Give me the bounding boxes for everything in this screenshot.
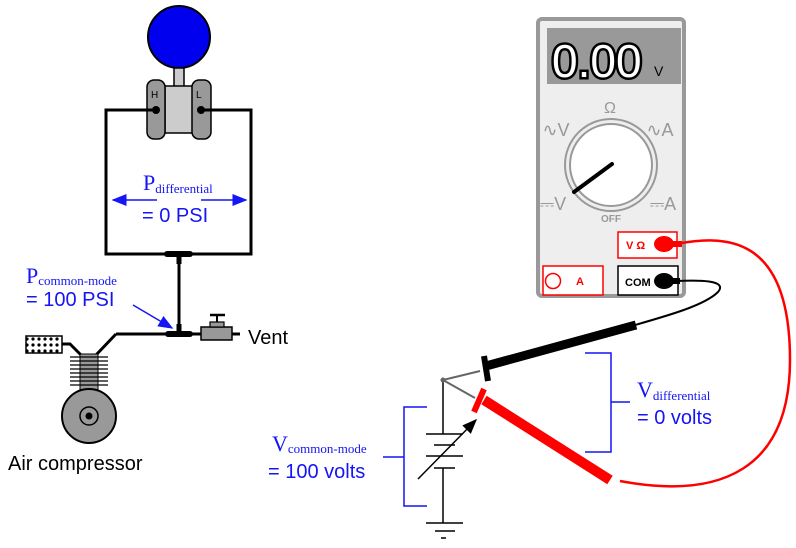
amps-jack[interactable] [542, 265, 604, 296]
dial-dc-amps: ⎓A [650, 194, 676, 214]
variable-arrow [417, 418, 478, 480]
intake-filter [25, 335, 63, 354]
red-test-lead[interactable] [619, 239, 792, 488]
svg-text:Pcommon-mode: Pcommon-mode [26, 263, 117, 288]
selector-knob[interactable] [572, 162, 614, 194]
gauge-face [147, 5, 211, 69]
low-port-label: L [196, 90, 202, 101]
pressure-common-mode-label: Pcommon-mode = 100 PSI [26, 263, 117, 311]
common-mode-bracket [383, 406, 427, 507]
svg-text:= 0 PSI: = 0 PSI [142, 205, 208, 227]
dial-ac-amps: ∿A [646, 120, 673, 140]
vent-valve [200, 313, 233, 341]
svg-text:Vcommon-mode: Vcommon-mode [272, 431, 367, 456]
black-probe[interactable] [481, 320, 638, 382]
red-probe[interactable] [471, 387, 613, 485]
common-mode-arrow [132, 304, 174, 329]
svg-text:= 0 volts: = 0 volts [637, 407, 712, 429]
black-test-lead[interactable] [634, 279, 721, 326]
voltage-source-circuit [417, 370, 481, 539]
vent-label: Vent [248, 327, 288, 349]
svg-text:Pdifferential: Pdifferential [143, 170, 213, 196]
svg-text:= 100 volts: = 100 volts [268, 461, 365, 483]
air-compressor-label: Air compressor [8, 453, 143, 475]
voltage-common-mode-label: Vcommon-mode = 100 volts [268, 431, 367, 483]
dial-ac-volts: ∿V [542, 120, 569, 140]
pressure-differential-label: Pdifferential = 0 PSI [142, 170, 213, 227]
display-value: 0.00 [552, 35, 642, 87]
dial-dc-volts: ⎓V [540, 194, 566, 214]
display [547, 28, 681, 84]
svg-text:= 100 PSI: = 100 PSI [26, 289, 114, 311]
dial-ohm: Ω [604, 100, 616, 117]
pressure-transmitter: H L [146, 5, 212, 140]
high-port-label: H [151, 90, 158, 101]
differential-bracket [585, 352, 630, 453]
com-jack-label: COM [625, 277, 651, 289]
svg-text:Vdifferential: Vdifferential [637, 377, 711, 403]
volt-ohm-jack-label: V Ω [626, 240, 645, 252]
voltage-differential-label: Vdifferential = 0 volts [637, 377, 712, 429]
display-unit: V [654, 63, 664, 79]
air-compressor [25, 332, 118, 444]
dial-off: OFF [601, 214, 621, 225]
amps-jack-label: A [576, 276, 584, 288]
multimeter: 0.00 V Ω ∿V ∿A ⎓V ⎓A OFF V Ω A COM [536, 17, 686, 298]
